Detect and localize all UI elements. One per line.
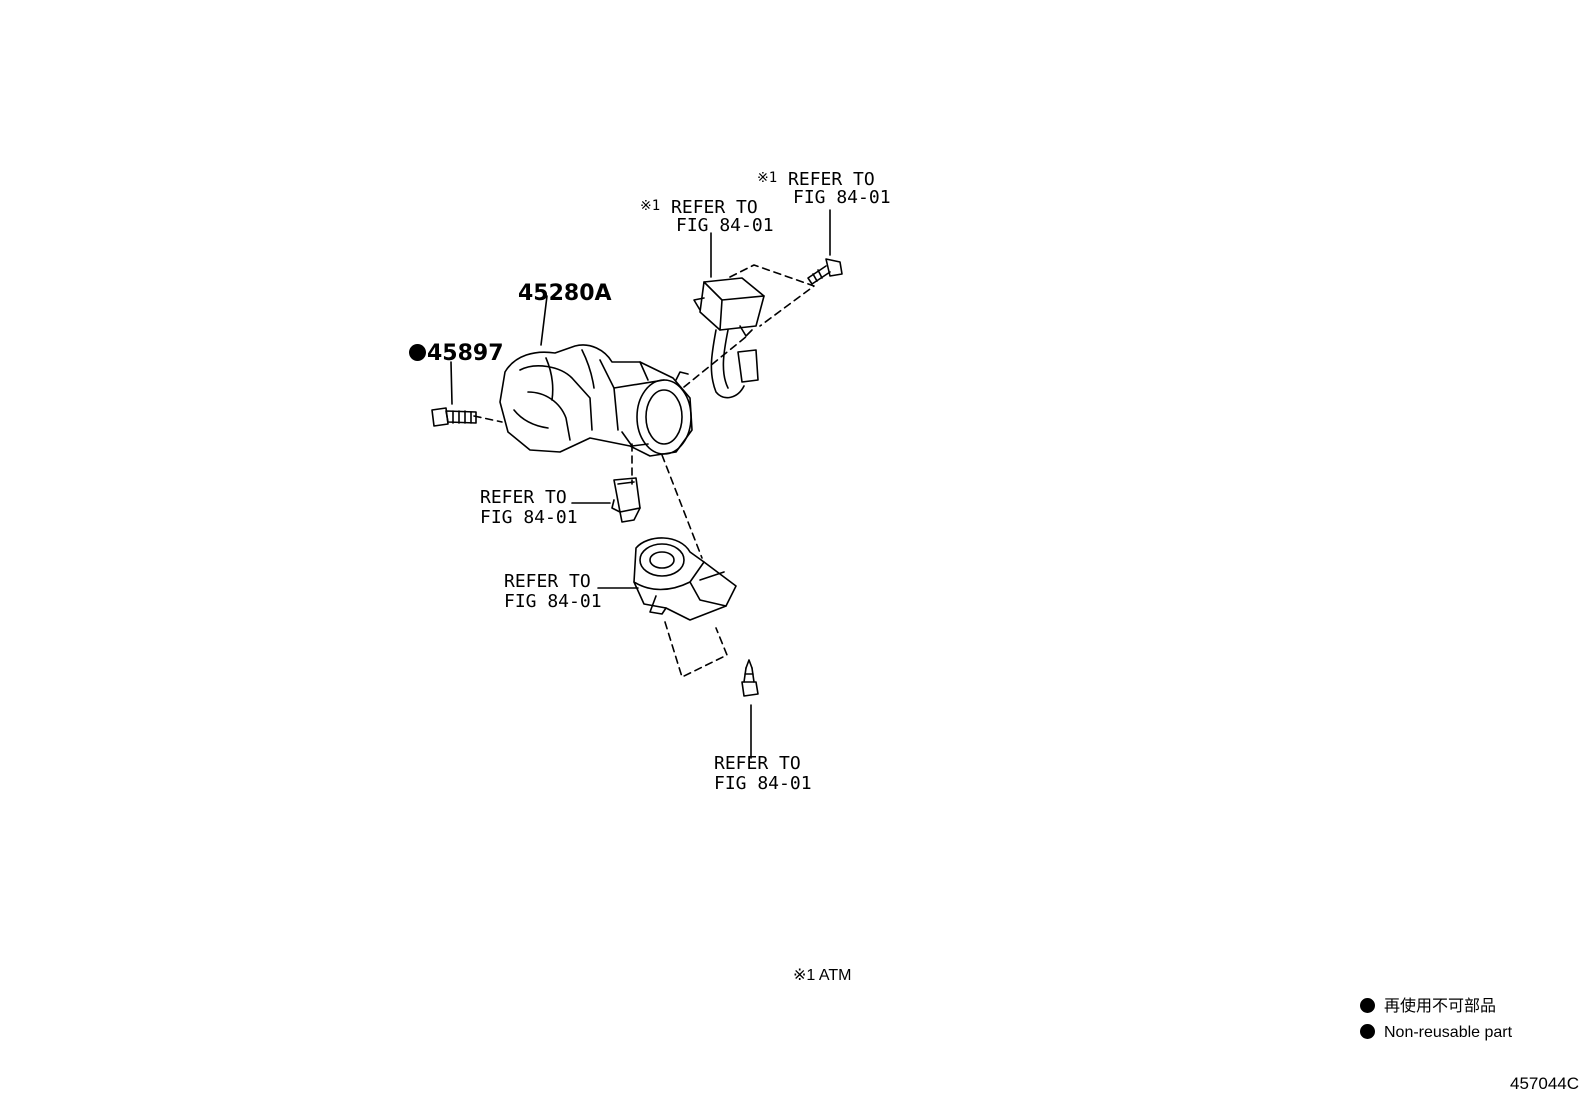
- lock-cylinder-shape: [611, 477, 641, 523]
- diagram-id: 457044C: [1510, 1074, 1580, 1093]
- bottom-screw-shape: [741, 659, 759, 697]
- callout-switch-top: ※1 REFER TO: [640, 197, 758, 218]
- callout-ignition-switch: REFER TO: [504, 571, 591, 592]
- callout-bolt-top-fig: FIG 84-01: [793, 187, 891, 208]
- bolt-45897-shape: [431, 407, 477, 427]
- non-reusable-dot-icon: [1360, 998, 1375, 1013]
- callout-switch-top-fig: FIG 84-01: [676, 215, 774, 236]
- top-bolt-shape: [807, 258, 843, 285]
- callout-lock-cylinder-fig: FIG 84-01: [480, 507, 578, 528]
- dash-switch-bracket: [729, 264, 815, 327]
- callout-ignition-switch-fig: FIG 84-01: [504, 591, 602, 612]
- dash-ignition-bracket: [664, 621, 728, 678]
- leader-housing: [540, 295, 548, 346]
- steering-lock-housing-shape: [499, 344, 693, 457]
- callout-lock-cylinder: REFER TO: [480, 487, 567, 508]
- dash-housing-to-switch: [683, 335, 748, 388]
- part-number-bolt: 45897: [409, 342, 504, 366]
- dash-housing-to-ignition: [661, 454, 703, 559]
- top-switch-shape: [693, 277, 765, 399]
- leader-bolt: [450, 361, 453, 405]
- legend-jp: 再使用不可部品: [1360, 996, 1496, 1018]
- legend-en: Non-reusable part: [1360, 1022, 1512, 1044]
- footnote-atm: ※1 ATM: [793, 967, 852, 984]
- callout-bolt-top: ※1 REFER TO: [757, 169, 875, 190]
- ignition-switch-shape: [633, 537, 737, 621]
- non-reusable-dot-icon: [1360, 1024, 1375, 1039]
- dash-bolt-to-housing: [473, 415, 503, 423]
- non-reusable-dot-icon: [409, 344, 426, 361]
- part-number-housing: 45280A: [518, 281, 612, 306]
- callout-screw-bottom: REFER TO: [714, 753, 801, 774]
- callout-screw-bottom-fig: FIG 84-01: [714, 773, 812, 794]
